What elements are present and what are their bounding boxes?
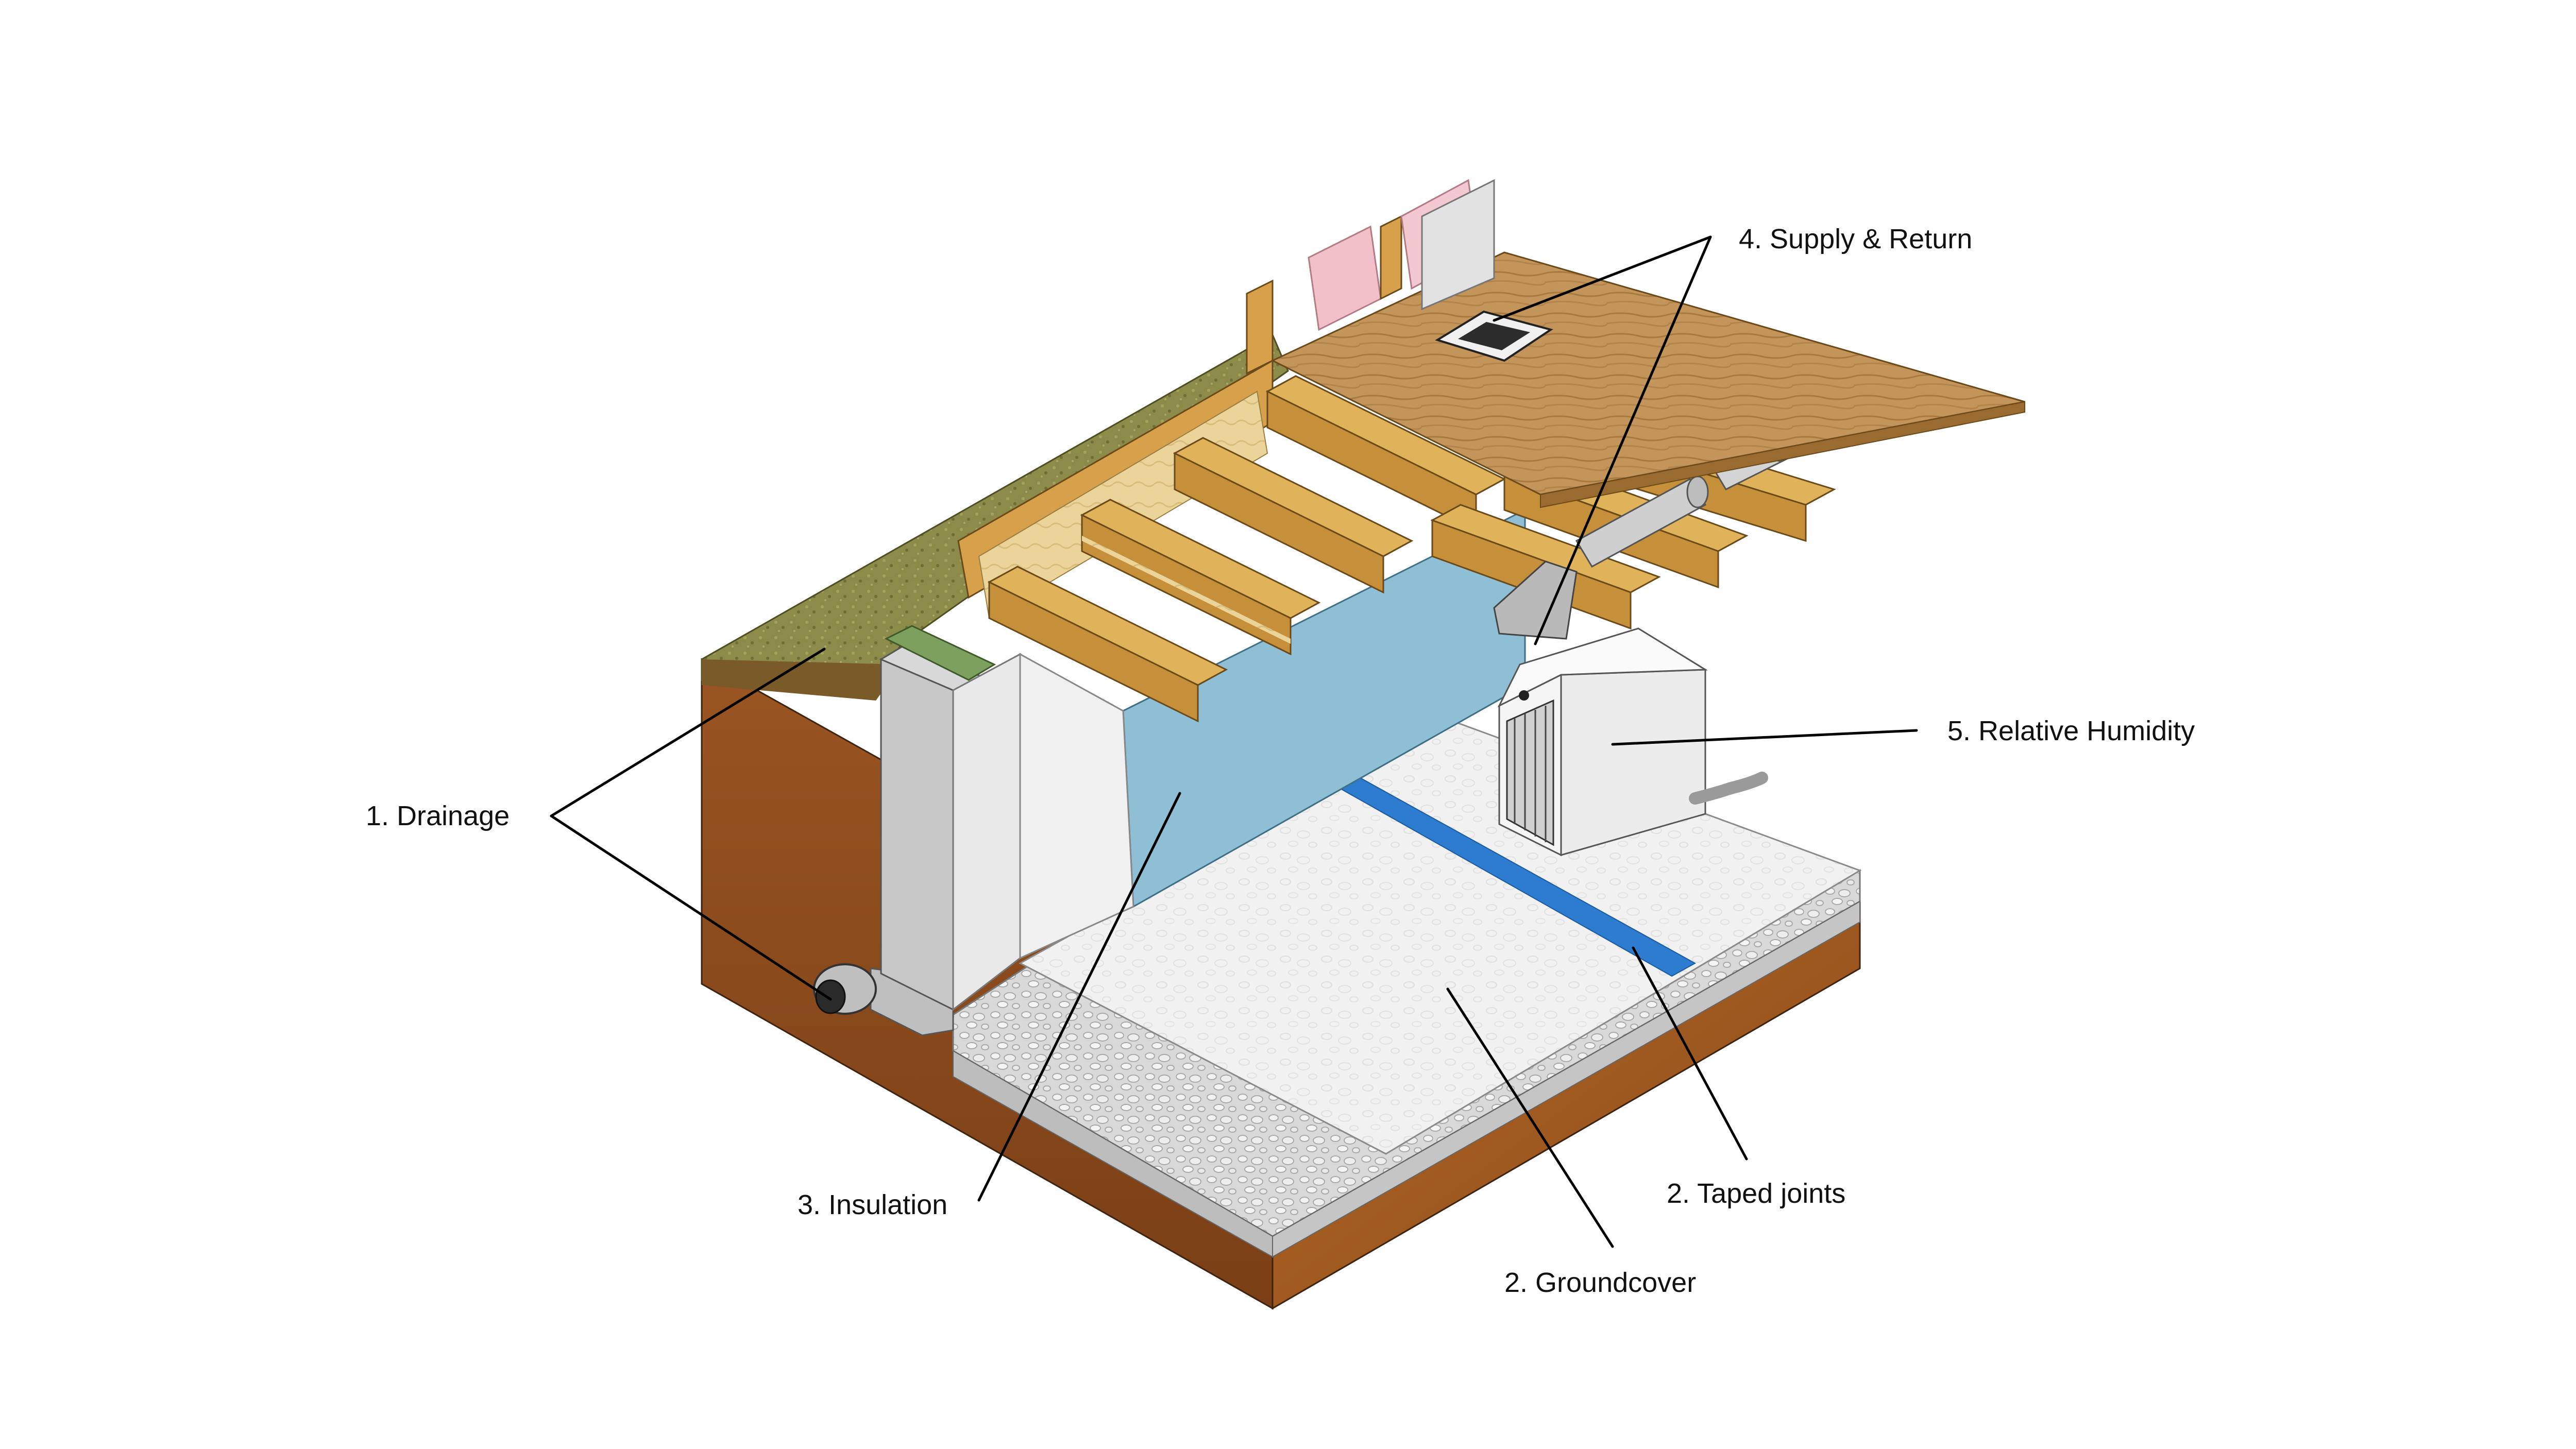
joist-3 (1173, 437, 1414, 594)
joist-2 (1080, 499, 1321, 656)
dehumidifier-grille (1506, 699, 1554, 846)
label-groundcover: 2. Groundcover (1504, 1267, 1696, 1298)
leader-supply-register (1493, 235, 1712, 322)
leader-drainage-pipe (550, 814, 832, 1001)
duct-1 (1575, 478, 1707, 568)
wall-stud (1246, 279, 1274, 375)
joist-1 (987, 566, 1228, 723)
floor-register (1435, 310, 1553, 362)
grass-edge (702, 659, 902, 701)
label-drainage: 1. Drainage (366, 800, 510, 831)
interior-wall-side (952, 653, 1021, 1012)
leader-lines (550, 235, 1918, 1248)
foundation-wall (870, 625, 1021, 1036)
drain-pipe-opening (815, 979, 846, 1014)
wall-stud-2 (1380, 215, 1402, 300)
drain-pipe (813, 963, 877, 1015)
dehumidifier-hose (1689, 772, 1768, 805)
duct-boot (1493, 560, 1578, 640)
label-insulation: 3. Insulation (798, 1189, 947, 1220)
label-relative-humidity: 5. Relative Humidity (1947, 715, 2195, 746)
sill-plate (884, 625, 996, 681)
leader-groundcover (1446, 987, 1614, 1248)
subfloor-edge (1540, 401, 2025, 508)
grass-slope (701, 333, 1289, 686)
gravel-right-edge (1272, 900, 1860, 1258)
wall-framing (1246, 179, 1495, 375)
label-taped-joints: 2. Taped joints (1667, 1178, 1845, 1209)
leader-drainage-grass (550, 647, 826, 817)
leader-taped-joints (1632, 946, 1748, 1161)
wall-drywall (1421, 179, 1495, 311)
register-grille (1458, 322, 1530, 350)
leader-insulation (977, 792, 1181, 1202)
insulation-white-panel (1019, 653, 1134, 960)
dehumidifier-top (1497, 627, 1708, 708)
wall-batt-1 (1308, 225, 1382, 331)
dehumidifier-knob (1519, 690, 1529, 701)
callout-labels: 1. Drainage 4. Supply & Return 5. Relati… (366, 224, 2195, 1298)
leader-humidity (1611, 729, 1918, 746)
leader-supply-boot (1534, 235, 1712, 645)
label-supply-return: 4. Supply & Return (1739, 224, 1972, 254)
dehumidifier (1497, 627, 1768, 857)
wall-face (880, 658, 954, 1011)
